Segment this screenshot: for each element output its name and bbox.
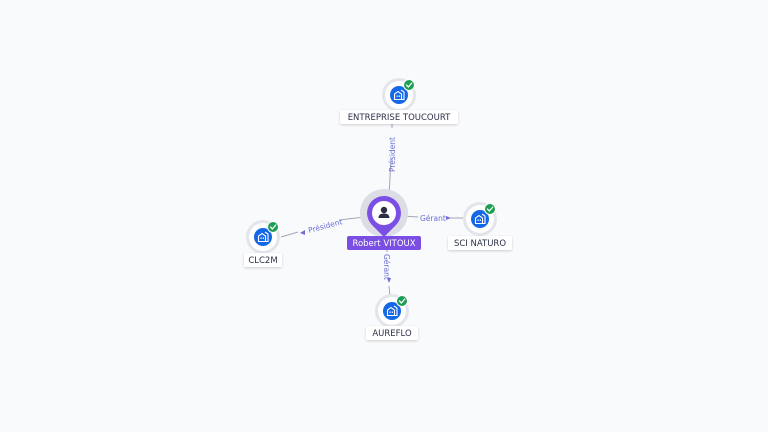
company-node-entreprise-toucourt[interactable]: ENTREPRISE TOUCOURT	[340, 78, 458, 124]
edge-clc2m[interactable]: Président	[280, 216, 367, 238]
edge-label-aureflo: Gérant	[382, 254, 391, 280]
edge-label-clc2m: Président	[307, 217, 343, 235]
company-node-sci-naturo[interactable]: SCI NATURO	[448, 202, 512, 250]
svg-text:CLC2M: CLC2M	[248, 256, 277, 266]
svg-text:ENTREPRISE TOUCOURT: ENTREPRISE TOUCOURT	[348, 113, 451, 123]
person-label: Robert VITOUX	[347, 236, 421, 250]
node-label-aureflo: AUREFLO	[366, 326, 418, 340]
building-icon	[383, 302, 401, 320]
svg-text:SCI NATURO: SCI NATURO	[454, 239, 506, 249]
verified-badge-icon	[396, 295, 408, 307]
node-label-sci-naturo: SCI NATURO	[448, 236, 512, 250]
verified-badge-icon	[267, 221, 279, 233]
svg-text:Robert VITOUX: Robert VITOUX	[352, 239, 415, 249]
svg-text:AUREFLO: AUREFLO	[372, 329, 412, 339]
edge-label-sci-naturo: Gérant	[420, 214, 446, 223]
node-label-clc2m: CLC2M	[244, 253, 282, 267]
building-icon	[390, 86, 408, 104]
edge-label-entreprise-toucourt: Président	[388, 137, 397, 172]
verified-badge-icon	[403, 79, 415, 91]
verified-badge-icon	[484, 203, 496, 215]
company-node-clc2m[interactable]: CLC2M	[244, 220, 282, 267]
edge-entreprise-toucourt[interactable]: Président	[388, 118, 397, 197]
building-icon	[471, 210, 489, 228]
edge-sci-naturo[interactable]: Gérant	[402, 214, 463, 223]
company-node-aureflo[interactable]: AUREFLO	[366, 294, 418, 340]
node-label-entreprise-toucourt: ENTREPRISE TOUCOURT	[340, 110, 458, 124]
building-icon	[254, 228, 272, 246]
person-icon	[378, 206, 390, 218]
person-node-robert-vitoux[interactable]: Robert VITOUX	[347, 189, 421, 250]
